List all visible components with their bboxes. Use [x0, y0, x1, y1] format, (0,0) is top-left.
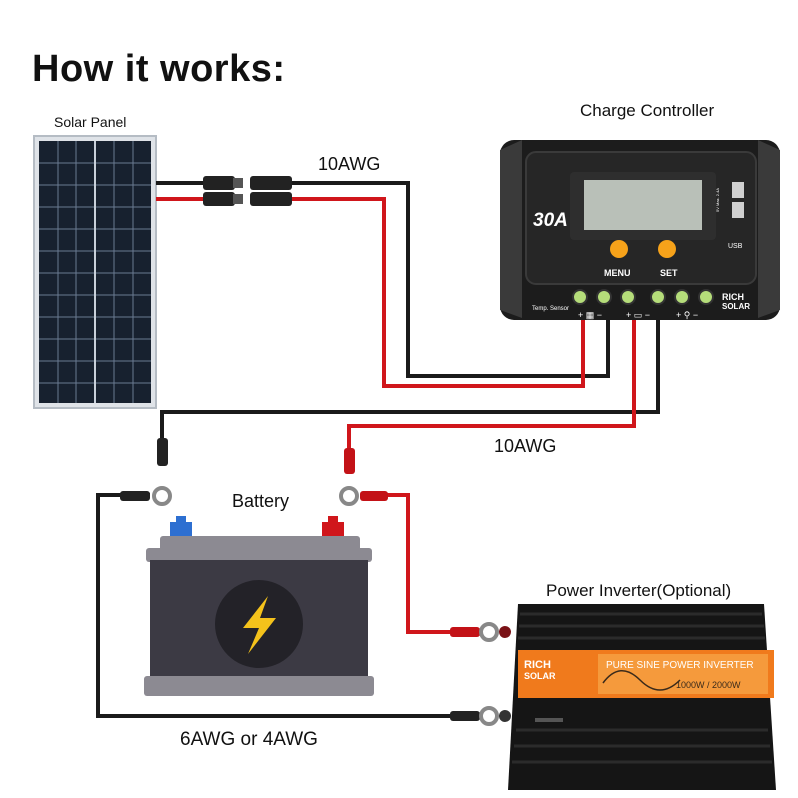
- usb-label: USB: [728, 243, 743, 250]
- wire-gauge-label-battery: 10AWG: [494, 436, 557, 456]
- battery: [144, 516, 374, 696]
- inverter-power-rating: 1000W / 2000W: [676, 680, 741, 690]
- inverter-label: Power Inverter(Optional): [546, 581, 732, 600]
- load-polarity: + ⚲ −: [676, 310, 698, 320]
- battery-label: Battery: [232, 491, 290, 511]
- controller-brand-line1: RICH: [722, 292, 744, 302]
- usb-port-icon: [732, 202, 744, 218]
- controller-terminals: [572, 289, 714, 305]
- menu-label: MENU: [604, 268, 631, 278]
- battery-terminal-lugs: [157, 438, 355, 474]
- usb-spec: 5V Max. 2.4A: [715, 188, 720, 212]
- controller-brand-line2: SOLAR: [722, 302, 750, 311]
- inverter-product-name: PURE SINE POWER INVERTER: [606, 660, 754, 671]
- battery-wires: [160, 315, 660, 450]
- set-button: [658, 240, 676, 258]
- menu-button: [610, 240, 628, 258]
- power-inverter: RICH SOLAR PURE SINE POWER INVERTER 1000…: [499, 604, 776, 790]
- lightning-bolt-icon: [243, 596, 276, 654]
- solar-panel-label: Solar Panel: [54, 114, 127, 130]
- wire-gauge-label-panel: 10AWG: [318, 154, 381, 174]
- inverter-brand-line2: SOLAR: [524, 671, 556, 681]
- wire-gauge-label-inverter: 6AWG or 4AWG: [180, 729, 318, 750]
- charge-controller-label: Charge Controller: [580, 101, 715, 120]
- solar-panel: [33, 135, 157, 409]
- controller-rating: 30A: [533, 210, 568, 231]
- lcd-screen: [584, 180, 702, 230]
- usb-port-icon: [732, 182, 744, 198]
- page-title: How it works:: [32, 48, 286, 90]
- sine-wave-icon: [602, 670, 681, 691]
- temp-sensor-label: Temp. Sensor: [532, 306, 569, 312]
- ring-terminals: [120, 486, 499, 726]
- charge-controller: 30A MENU SET USB 5V Max. 2.4A Temp. Sens…: [500, 140, 780, 320]
- pv-wires: [156, 181, 610, 388]
- set-label: SET: [660, 268, 678, 278]
- battery-polarity: + ▭ −: [626, 310, 650, 320]
- mc4-connectors: [203, 176, 292, 206]
- solar-input-polarity: + ▦ −: [578, 310, 602, 320]
- inverter-brand-line1: RICH: [524, 659, 551, 671]
